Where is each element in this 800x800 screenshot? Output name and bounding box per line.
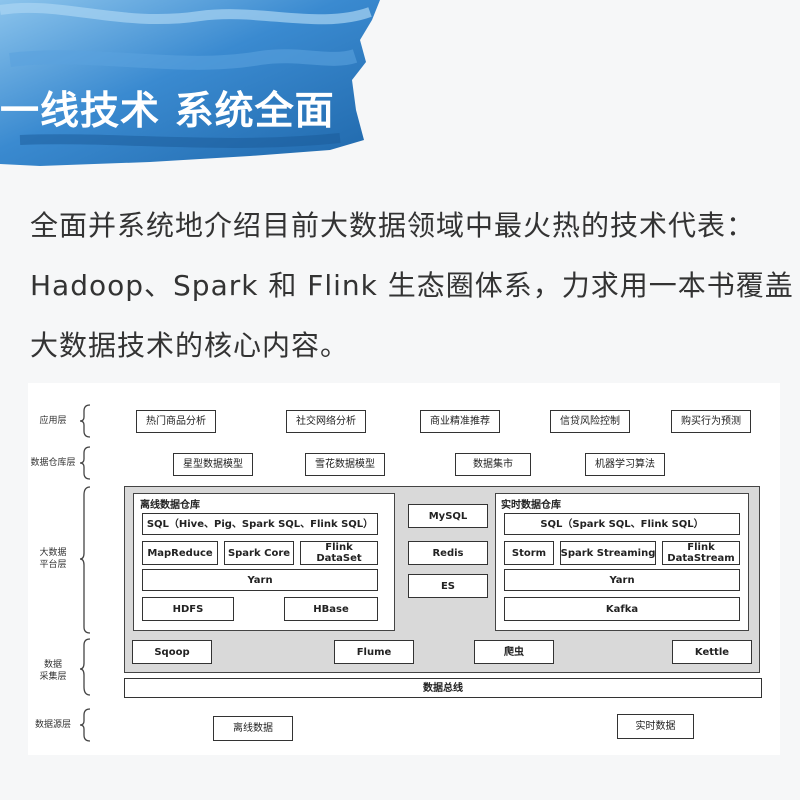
flink-datastream-box: Flink DataStream [662, 541, 740, 565]
es-box: ES [408, 574, 488, 598]
architecture-diagram: 应用层 数据仓库层 大数据 平台层 数据 采集层 数据源层 热门商品分析 社交网… [28, 383, 780, 755]
redis-box: Redis [408, 541, 488, 565]
mapreduce-box: MapReduce [142, 541, 218, 565]
spark-streaming-box: Spark Streaming [560, 541, 656, 565]
banner-title: 一线技术 系统全面 [0, 89, 335, 134]
warehouse-item: 机器学习算法 [585, 453, 665, 476]
intro-line: Hadoop、Spark 和 Flink 生态圈体系，力求用一本书覆盖 [30, 269, 794, 302]
warehouse-item: 数据集市 [455, 453, 531, 476]
brush-stroke-background [0, 0, 380, 166]
data-bus-box: 数据总线 [124, 678, 762, 698]
layer-label-source: 数据源层 [34, 720, 71, 730]
hbase-box: HBase [284, 597, 378, 621]
storm-box: Storm [504, 541, 554, 565]
realtime-warehouse-title: 实时数据仓库 [501, 500, 561, 511]
app-item: 信贷风险控制 [550, 410, 630, 433]
realtime-sql-box: SQL（Spark SQL、Flink SQL） [504, 513, 740, 535]
layer-label-collection-line2: 采集层 [39, 672, 67, 682]
offline-warehouse-title: 离线数据仓库 [140, 500, 200, 511]
layer-label-platform-line2: 平台层 [39, 560, 67, 570]
layer-label-application: 应用层 [39, 416, 67, 426]
flink-datastream-line1: Flink [687, 542, 715, 553]
intro-line: 全面并系统地介绍目前大数据领域中最火热的技术代表： [30, 209, 756, 242]
intro-line: 大数据技术的核心内容。 [30, 329, 350, 362]
warehouse-item: 星型数据模型 [173, 453, 253, 476]
offline-yarn-box: Yarn [142, 569, 378, 591]
layer-label-collection: 数据 采集层 [32, 659, 74, 683]
app-item: 商业精准推荐 [420, 410, 500, 433]
layer-braces [79, 404, 91, 742]
spark-core-box: Spark Core [224, 541, 294, 565]
app-item: 热门商品分析 [136, 410, 216, 433]
mysql-box: MySQL [408, 504, 488, 528]
source-item: 实时数据 [617, 714, 694, 739]
flume-box: Flume [334, 640, 414, 664]
intro-paragraph: 全面并系统地介绍目前大数据领域中最火热的技术代表： Hadoop、Spark 和… [30, 196, 794, 376]
flink-datastream-line2: DataStream [667, 553, 735, 564]
layer-label-platform: 大数据 平台层 [32, 547, 74, 571]
flink-dataset-line1: Flink [325, 542, 353, 553]
banner: 一线技术 系统全面 [0, 0, 380, 170]
realtime-yarn-box: Yarn [504, 569, 740, 591]
layer-label-warehouse: 数据仓库层 [30, 458, 76, 468]
kafka-box: Kafka [504, 597, 740, 621]
crawler-box: 爬虫 [474, 640, 554, 664]
source-item: 离线数据 [213, 716, 293, 741]
warehouse-item: 雪花数据模型 [305, 453, 385, 476]
offline-sql-box: SQL（Hive、Pig、Spark SQL、Flink SQL） [142, 513, 378, 535]
app-item: 购买行为预测 [671, 410, 751, 433]
flink-dataset-box: Flink DataSet [300, 541, 378, 565]
layer-label-platform-line1: 大数据 [39, 548, 67, 558]
hdfs-box: HDFS [142, 597, 234, 621]
kettle-box: Kettle [672, 640, 752, 664]
flink-dataset-line2: DataSet [316, 553, 362, 564]
layer-label-collection-line1: 数据 [43, 660, 62, 670]
sqoop-box: Sqoop [132, 640, 212, 664]
app-item: 社交网络分析 [286, 410, 366, 433]
